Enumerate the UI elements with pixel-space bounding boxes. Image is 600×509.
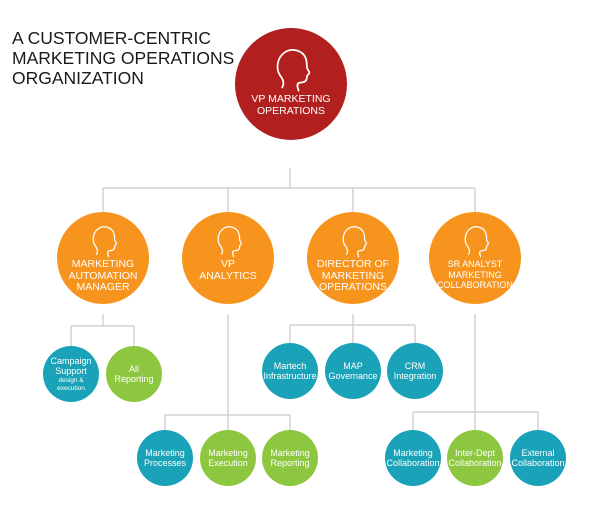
node-label-line-1: Marketing bbox=[208, 447, 248, 458]
node-label-line-2: ANALYTICS bbox=[199, 269, 257, 282]
person-head-icon bbox=[342, 226, 368, 258]
diagram-title: A CUSTOMER-CENTRIC MARKETING OPERATIONS … bbox=[12, 28, 252, 88]
person-head-icon bbox=[217, 226, 243, 258]
node-note-line-1: design & bbox=[58, 376, 84, 384]
node-marketing-reporting: Marketing Reporting bbox=[262, 430, 318, 486]
node-vp-marketing-operations: VP MARKETING OPERATIONS bbox=[235, 28, 347, 140]
node-label-line-1: External bbox=[521, 447, 555, 458]
node-label-line-2: Collaboration bbox=[448, 458, 502, 468]
node-marketing-processes: Marketing Processes bbox=[137, 430, 193, 486]
node-label-line-2: Governance bbox=[328, 371, 378, 381]
node-campaign-support: Campaign Support design & execution bbox=[43, 346, 99, 402]
title-line-3: ORGANIZATION bbox=[12, 68, 144, 88]
node-label-line-1: All bbox=[128, 363, 139, 374]
node-label-line-1: SR ANALYST bbox=[447, 259, 503, 269]
node-label-line-1: MAP bbox=[343, 360, 363, 371]
node-label-line-2: Collaboration bbox=[386, 458, 440, 468]
person-head-icon bbox=[464, 226, 490, 258]
node-label-line-1: Inter-Dept bbox=[454, 447, 496, 458]
node-label-line-2: Support bbox=[55, 366, 87, 376]
node-label-line-1: VP MARKETING bbox=[251, 93, 331, 105]
node-martech-infrastructure: Martech Infrastructure bbox=[262, 343, 318, 399]
node-external-collaboration: External Collaboration bbox=[510, 430, 566, 486]
node-vp-analytics: VP ANALYTICS bbox=[182, 212, 274, 304]
node-label-line-3: OPERATIONS bbox=[318, 281, 388, 293]
node-map-governance: MAP Governance bbox=[325, 343, 381, 399]
node-label-line-1: Marketing bbox=[145, 447, 185, 458]
node-label-line-1: DIRECTOR OF bbox=[316, 258, 390, 270]
node-marketing-automation-manager: MARKETING AUTOMATION MANAGER bbox=[57, 212, 149, 304]
node-label-line-1: Marketing bbox=[393, 447, 433, 458]
node-label-line-3: COLLABORATION bbox=[437, 280, 513, 290]
node-all-reporting: All Reporting bbox=[106, 346, 162, 402]
node-marketing-collaboration: Marketing Collaboration bbox=[385, 430, 441, 486]
title-line-2: MARKETING OPERATIONS bbox=[12, 48, 235, 68]
node-label-line-1: MARKETING bbox=[71, 258, 135, 270]
node-label-line-1: Marketing bbox=[270, 447, 310, 458]
node-label-line-1: CRM bbox=[404, 360, 426, 371]
node-label-line-2: Infrastructure bbox=[263, 371, 317, 381]
person-head-icon bbox=[92, 226, 118, 258]
node-label-line-1: Martech bbox=[273, 360, 307, 371]
node-inter-dept-collaboration: Inter-Dept Collaboration bbox=[447, 430, 503, 486]
node-label-line-2: Reporting bbox=[114, 374, 154, 384]
node-label-line-3: MANAGER bbox=[76, 281, 130, 293]
node-label-line-2: Reporting bbox=[270, 458, 310, 468]
node-label-line-2: OPERATIONS bbox=[256, 104, 326, 117]
node-director-of-marketing-operations: DIRECTOR OF MARKETING OPERATIONS bbox=[307, 212, 399, 304]
node-label-line-2: MARKETING bbox=[321, 269, 385, 282]
node-label-line-2: AUTOMATION bbox=[68, 269, 138, 282]
node-sr-analyst-marketing-collaboration: SR ANALYST MARKETING COLLABORATION bbox=[429, 212, 521, 304]
person-head-icon bbox=[276, 49, 311, 92]
node-marketing-execution: Marketing Execution bbox=[200, 430, 256, 486]
node-crm-integration: CRM Integration bbox=[387, 343, 443, 399]
node-label-line-1: Campaign bbox=[50, 355, 92, 366]
title-line-1: A CUSTOMER-CENTRIC bbox=[12, 28, 211, 48]
node-label-line-2: MARKETING bbox=[448, 269, 502, 280]
node-label-line-2: Processes bbox=[143, 458, 187, 468]
node-label-line-2: Collaboration bbox=[511, 458, 565, 468]
node-label-line-1: VP bbox=[220, 258, 235, 270]
node-label-line-2: Execution bbox=[208, 458, 248, 468]
node-label-line-2: Integration bbox=[393, 371, 437, 381]
node-note-line-2: execution bbox=[57, 384, 85, 392]
